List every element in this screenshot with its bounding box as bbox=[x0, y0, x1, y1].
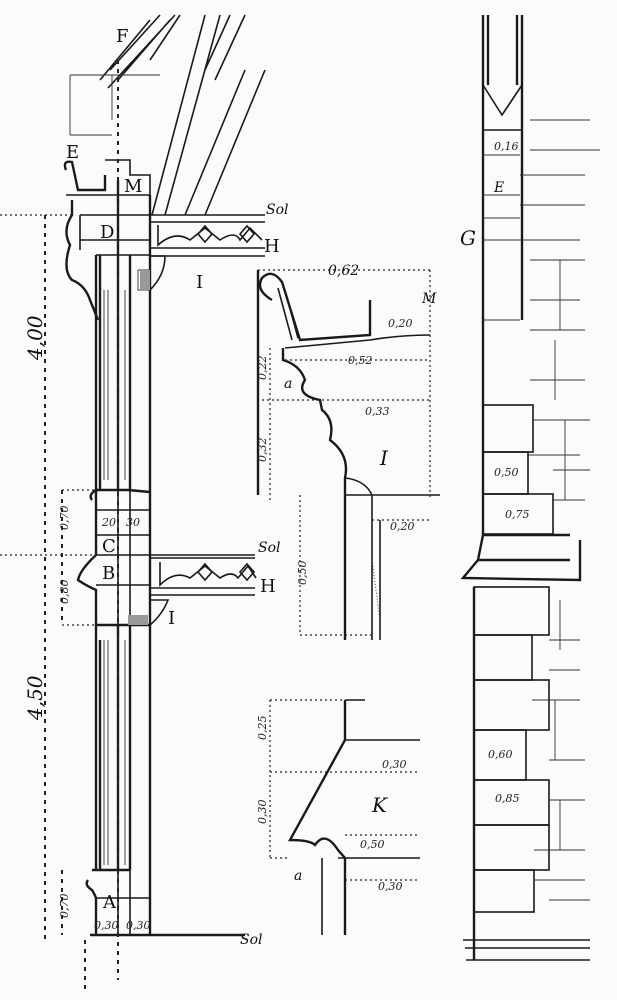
dim-c-height: 0,70 bbox=[58, 506, 71, 531]
dim-k-h30: 0,30 bbox=[256, 800, 269, 825]
label-G: G bbox=[460, 226, 476, 250]
dim-k-w50: 0,50 bbox=[360, 838, 385, 851]
label-I-detail: I bbox=[379, 446, 389, 470]
label-sol-top: Sol bbox=[266, 202, 289, 218]
dim-right-75: 0,75 bbox=[505, 508, 530, 521]
dim-top-width: 0,62 bbox=[328, 263, 359, 279]
dim-gutter-height: 0,22 bbox=[256, 356, 269, 381]
dim-a-w2: 0,30 bbox=[126, 919, 151, 932]
label-H-mid: H bbox=[260, 576, 276, 597]
label-K: K bbox=[371, 793, 388, 817]
dim-c-w2: 30 bbox=[126, 516, 140, 529]
right-elevation bbox=[460, 15, 600, 961]
dim-k-h25: 0,25 bbox=[256, 716, 269, 741]
label-F: F bbox=[116, 26, 129, 47]
dim-c-w1: 20 bbox=[101, 516, 116, 529]
label-a-detail-I: a bbox=[284, 376, 292, 392]
labels: F E M D Sol H I 4,00 0,70 20 30 C Sol B … bbox=[23, 26, 530, 948]
label-sol-bottom: Sol bbox=[240, 932, 263, 948]
dim-height-32: 0,32 bbox=[256, 438, 269, 463]
detail-K bbox=[269, 699, 420, 935]
detail-I bbox=[256, 269, 440, 640]
dim-lower-height: 4,50 bbox=[23, 675, 47, 721]
dim-k-w30-bottom: 0,30 bbox=[378, 880, 403, 893]
dim-b-height: 0,80 bbox=[58, 580, 71, 605]
dim-right-60: 0,60 bbox=[488, 748, 513, 761]
dim-k-w30-top: 0,30 bbox=[382, 758, 407, 771]
dim-width-20: 0,20 bbox=[390, 520, 415, 533]
dim-height-50: 0,50 bbox=[296, 561, 309, 586]
dim-upper-height: 4,00 bbox=[23, 315, 47, 361]
label-a-detail-K: a bbox=[294, 868, 302, 884]
label-I-top: I bbox=[196, 272, 203, 293]
label-H-top: H bbox=[264, 236, 280, 257]
label-I-mid: I bbox=[168, 608, 175, 629]
dim-right-50: 0,50 bbox=[494, 466, 519, 479]
label-C: C bbox=[102, 536, 116, 557]
label-B: B bbox=[102, 563, 115, 584]
dim-width-52: 0,52 bbox=[348, 354, 373, 367]
left-elevation bbox=[0, 14, 266, 990]
label-A: A bbox=[102, 892, 117, 913]
dim-right-85: 0,85 bbox=[495, 792, 520, 805]
label-D: D bbox=[100, 222, 114, 243]
dim-width-33: 0,33 bbox=[365, 405, 390, 418]
label-E-right: E bbox=[493, 180, 504, 196]
label-M-detail: M bbox=[421, 291, 437, 307]
label-M: M bbox=[124, 176, 142, 197]
label-sol-middle: Sol bbox=[258, 540, 281, 556]
dim-gutter: 0,20 bbox=[388, 317, 413, 330]
label-E: E bbox=[66, 142, 79, 163]
dim-right-top: 0,16 bbox=[494, 140, 519, 153]
dim-a-w1: 0,30 bbox=[94, 919, 119, 932]
dim-a-height: 0,70 bbox=[58, 894, 71, 919]
